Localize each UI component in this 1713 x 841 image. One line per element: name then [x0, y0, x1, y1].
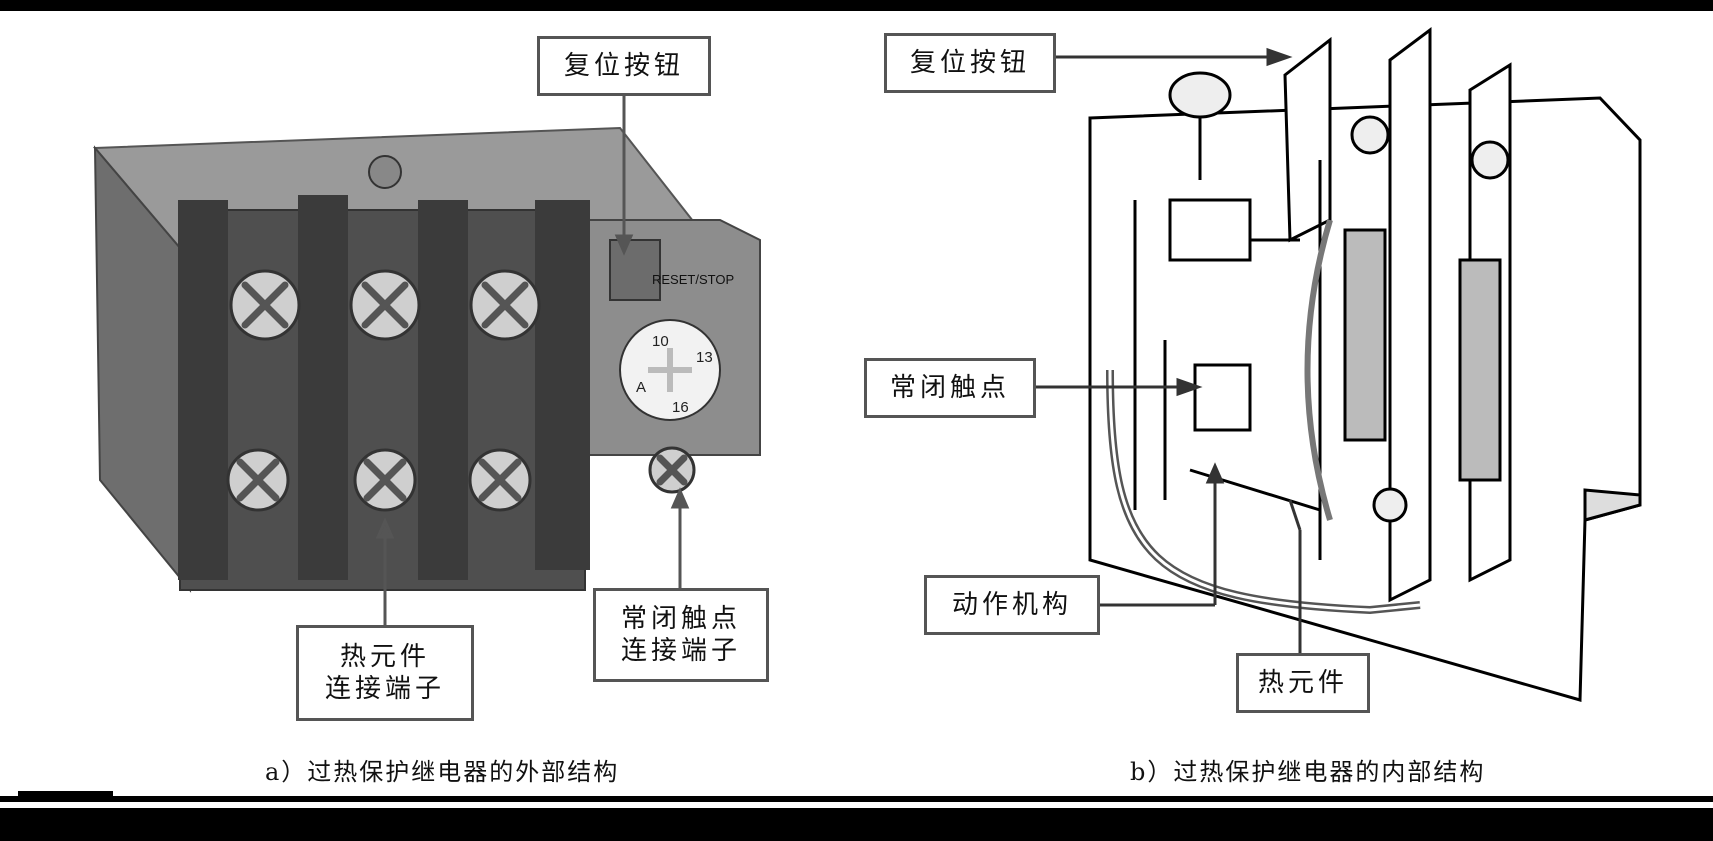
dial-label-13: 13 [696, 349, 713, 366]
left-nc-terminal-line1: 常闭触点 [620, 604, 741, 634]
right-reset-button-label: 复位按钮 [884, 33, 1056, 93]
internal-section-drawing [1088, 27, 1642, 702]
external-relay-photo: 10 13 16 A RESET/STOP [92, 126, 761, 593]
right-mechanism-text: 动作机构 [951, 590, 1072, 620]
left-heat-terminal-label: 热元件 连接端子 [296, 625, 474, 721]
left-caption: a）过热保护继电器的外部结构 [265, 758, 620, 786]
dial-label-10: 10 [652, 333, 669, 350]
left-nc-terminal-label: 常闭触点 连接端子 [593, 588, 769, 682]
right-caption: b）过热保护继电器的内部结构 [1130, 758, 1486, 786]
left-heat-terminal-line2: 连接端子 [324, 674, 445, 704]
right-heat-element-label: 热元件 [1236, 653, 1370, 713]
dial-label-16: 16 [672, 399, 689, 416]
bottom-border-thin [0, 796, 1713, 802]
right-reset-button-text: 复位按钮 [909, 48, 1030, 78]
reset-stop-text: RESET/STOP [652, 272, 734, 287]
top-border [0, 0, 1713, 11]
left-leader-lines [375, 94, 690, 625]
left-nc-terminal-line2: 连接端子 [620, 636, 741, 666]
right-nc-contact-label: 常闭触点 [864, 358, 1036, 418]
right-mechanism-label: 动作机构 [924, 575, 1100, 635]
left-underline [18, 791, 113, 797]
dial-label-a: A [636, 379, 646, 396]
bottom-border-thick [0, 808, 1713, 841]
left-heat-terminal-line1: 热元件 [339, 642, 430, 672]
right-nc-contact-text: 常闭触点 [889, 373, 1010, 403]
right-heat-element-text: 热元件 [1257, 668, 1348, 698]
left-reset-button-text: 复位按钮 [563, 51, 684, 81]
right-leader-lines [1033, 47, 1302, 655]
left-reset-button-label: 复位按钮 [537, 36, 711, 96]
